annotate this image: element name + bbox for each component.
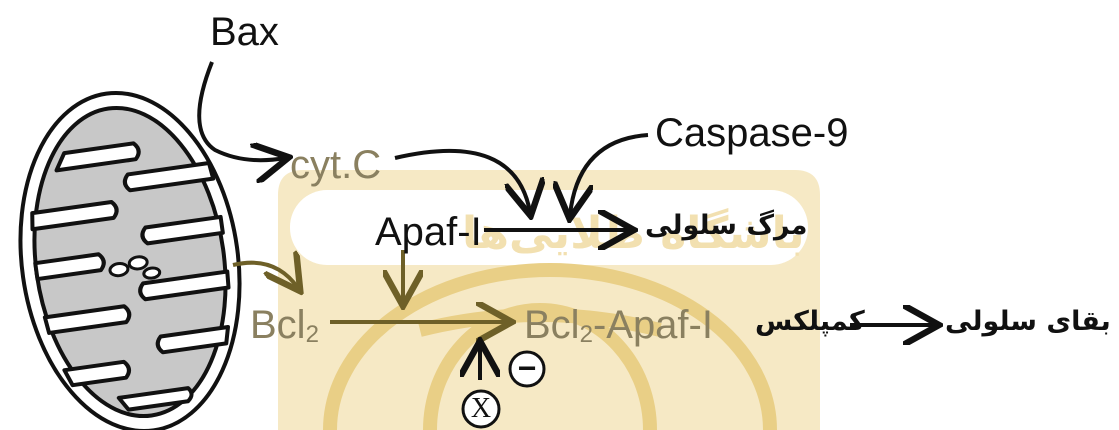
complex-bcl-text: Bcl [524, 303, 580, 347]
bcl2-label-text: Bcl [250, 303, 306, 347]
mito-to-bcl2-arrow [232, 263, 298, 288]
inhibit-circle [508, 350, 546, 388]
cytc-to-reaction-arrow [394, 148, 530, 212]
bax-label: Bax [210, 10, 279, 54]
bcl2-subscript: 2 [305, 321, 319, 348]
apaf-label: Apaf-I [375, 210, 482, 254]
cytc-label: cyt.C [290, 143, 382, 187]
bcl2-label: Bcl2 [250, 303, 319, 348]
cell-survival-label: بقای سلولی [945, 306, 1111, 337]
complex-word-label: کمپلکس [755, 306, 865, 337]
caspase-to-reaction-arrow [570, 133, 649, 215]
x-circle [461, 389, 501, 429]
complex-subscript: 2 [579, 321, 593, 348]
mitochondrion-icon [18, 90, 242, 430]
complex-rest-text: -Apaf-I [592, 303, 713, 347]
caspase9-label: Caspase-9 [655, 111, 849, 155]
bax-to-cytc-arrow [197, 61, 285, 160]
cell-death-label: مرگ سلولی [645, 210, 808, 241]
x-label: X [470, 393, 492, 424]
complex-label: Bcl2-Apaf-I [524, 303, 713, 348]
inhibit-sign: − [517, 350, 537, 386]
